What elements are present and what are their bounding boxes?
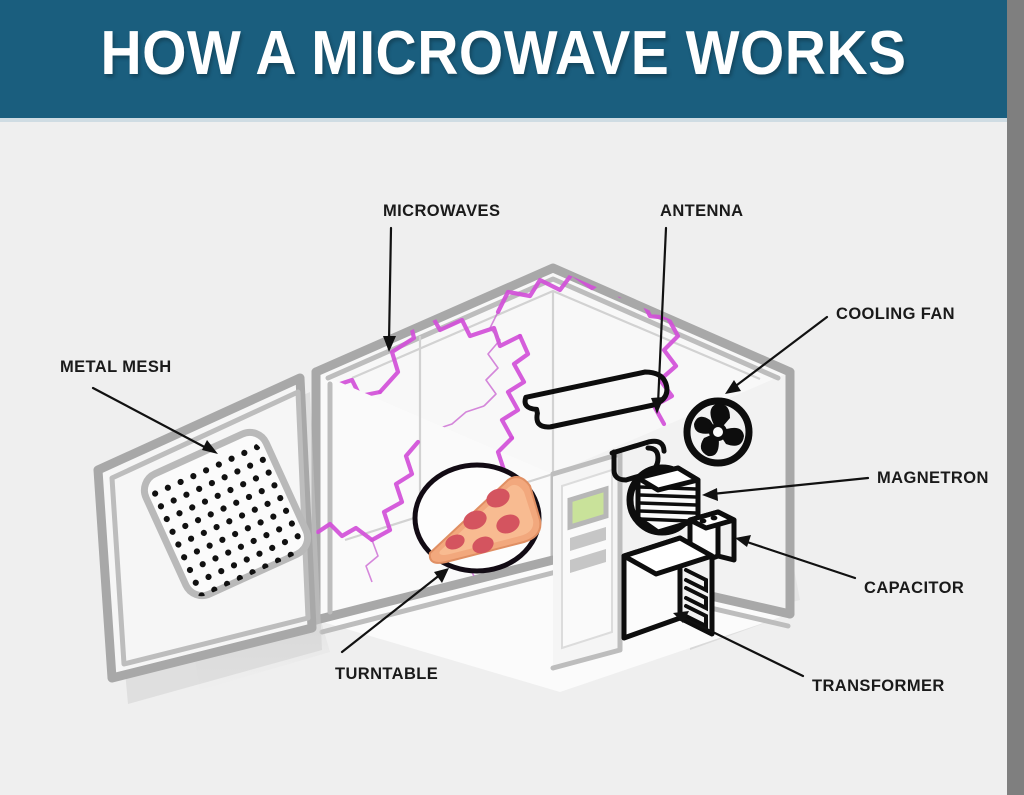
leader-turntable — [340, 572, 443, 654]
fan-hub — [709, 423, 727, 441]
magnetron — [626, 464, 701, 536]
pepperoni-1 — [486, 488, 510, 508]
leader-capacitor — [742, 539, 857, 580]
label-cooling-fan: COOLING FAN — [836, 305, 955, 323]
microwave-path-1 — [377, 313, 523, 395]
label-magnetron: MAGNETRON — [877, 469, 989, 487]
label-capacitor: CAPACITOR — [864, 579, 964, 597]
microwave-path-11 — [316, 521, 375, 543]
microwave-path-7 — [483, 311, 501, 407]
arrowhead-cooling-fan — [725, 380, 741, 394]
magnetron-top-face — [635, 465, 701, 493]
microwave-path-13 — [365, 539, 379, 583]
page-edge-strip — [1007, 0, 1024, 795]
label-transformer: TRANSFORMER — [812, 677, 945, 695]
arrowhead-antenna — [651, 397, 664, 414]
transformer-windings — [684, 568, 708, 630]
turntable-group — [412, 462, 542, 574]
control-panel-button-row-1[interactable] — [570, 527, 606, 551]
label-turntable: TURNTABLE — [335, 665, 438, 683]
arrowhead-turntable — [434, 568, 449, 583]
arrowhead-microwaves — [383, 336, 396, 352]
pepperoni-4 — [472, 536, 494, 554]
leader-transformer — [680, 615, 805, 678]
antenna-stem — [611, 449, 649, 483]
pepperoni-3 — [496, 514, 520, 534]
oven-door[interactable] — [93, 373, 322, 704]
title-banner: HOW A MICROWAVE WORKS — [0, 0, 1007, 118]
arrowhead-capacitor — [735, 535, 751, 547]
leader-lines — [91, 226, 870, 678]
capacitor — [687, 509, 737, 569]
arrowhead-magnetron — [702, 488, 718, 501]
mesh-dot-grid — [152, 443, 307, 599]
pepperoni-2 — [463, 510, 487, 530]
transformer — [621, 535, 715, 641]
page-title: HOW A MICROWAVE WORKS — [100, 19, 907, 88]
title-underline — [0, 118, 1007, 122]
leader-antenna — [656, 226, 668, 406]
door-outer-frame — [93, 373, 317, 683]
label-antenna: ANTENNA — [660, 202, 743, 220]
leader-magnetron — [710, 476, 870, 496]
pizza-slice — [428, 476, 542, 564]
fan-housing-ring — [683, 397, 753, 467]
transformer-top-face — [621, 535, 715, 577]
control-panel[interactable] — [550, 451, 623, 671]
capacitor-top-face — [687, 509, 737, 531]
arrowhead-transformer — [673, 611, 689, 623]
control-panel-button-row-2[interactable] — [570, 549, 606, 573]
label-microwaves: MICROWAVES — [383, 202, 500, 220]
arrowhead-metal-mesh — [202, 440, 218, 454]
antenna-tube-upper — [522, 369, 670, 430]
leader-microwaves — [387, 226, 393, 344]
control-panel-frame — [550, 451, 623, 671]
magnetron-fins — [639, 485, 697, 523]
capacitor-terminal-1 — [699, 518, 707, 524]
control-panel-display — [567, 485, 609, 531]
microwave-path-10 — [369, 439, 421, 543]
leader-metal-mesh — [91, 386, 214, 453]
cooling-fan — [683, 397, 753, 467]
pepperoni-5 — [445, 534, 465, 550]
microwave-path-5 — [499, 333, 531, 441]
label-metal-mesh: METAL MESH — [60, 358, 172, 376]
antenna-tube-lower — [609, 438, 667, 456]
part-labels: METAL MESH MICROWAVES ANTENNA COOLING FA… — [60, 202, 989, 695]
metal-mesh-window — [140, 428, 312, 600]
capacitor-terminal-2 — [710, 515, 718, 521]
leader-cooling-fan — [731, 315, 829, 390]
door-inner-frame — [109, 389, 311, 667]
